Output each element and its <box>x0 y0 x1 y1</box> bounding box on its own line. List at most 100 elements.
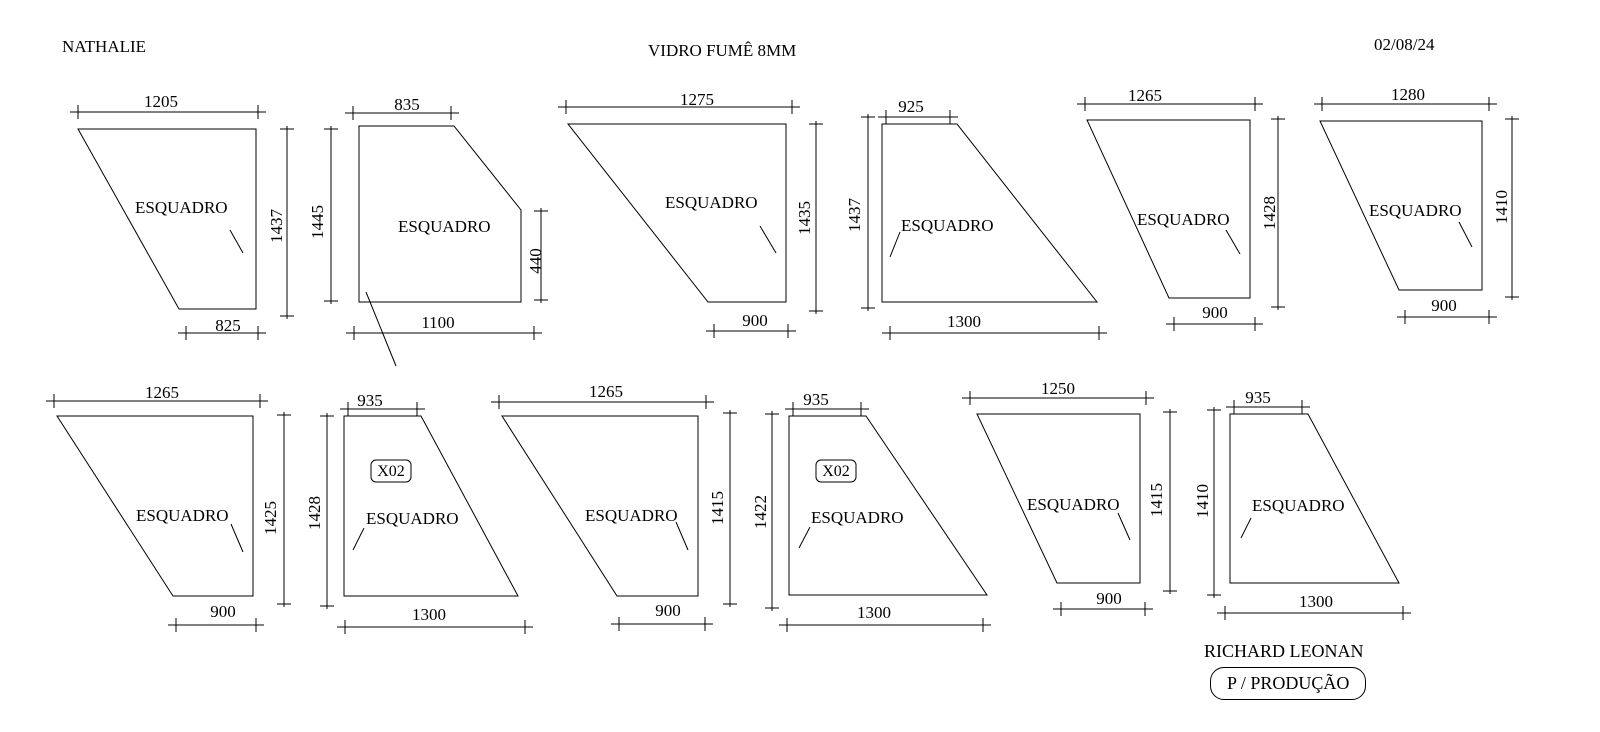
right-height-dimension: 1428 <box>1260 116 1285 310</box>
left-height-dimension: 1437 <box>845 114 875 311</box>
corner-label: ESQUADRO <box>136 506 229 525</box>
right-height-dimension: 440 <box>526 208 548 303</box>
glass-piece-outline <box>77 128 257 310</box>
glass-piece-outline <box>566 123 787 303</box>
left-height-dimension: 1422 <box>751 411 779 611</box>
bottom-width-dimension: 900 <box>706 311 796 338</box>
top-width-label: 1205 <box>144 92 178 111</box>
bottom-width-label: 900 <box>655 601 681 620</box>
top-width-label: 1275 <box>680 90 714 109</box>
bottom-width-label: 900 <box>742 311 768 330</box>
quantity-tag-label: X02 <box>822 463 850 480</box>
corner-leader-line <box>759 225 777 254</box>
left-height-label: 1428 <box>305 496 324 530</box>
top-width-label: 935 <box>803 390 829 409</box>
left-height-label: 1422 <box>751 495 770 529</box>
corner-leader-line <box>1458 221 1473 248</box>
right-height-label: 1437 <box>267 209 286 244</box>
glass-piece-p5: 1265 900 1428 ESQUADRO <box>1077 86 1285 331</box>
bottom-width-dimension: 900 <box>611 601 713 631</box>
quantity-tag: X02 <box>370 459 412 483</box>
right-height-dimension: 1415 <box>1147 409 1177 594</box>
right-height-dimension: 1437 <box>267 126 294 319</box>
bottom-width-dimension: 900 <box>1397 296 1497 324</box>
right-height-label: 440 <box>526 248 545 274</box>
bottom-width-label: 1300 <box>412 605 446 624</box>
right-height-label: 1415 <box>708 491 727 525</box>
corner-leader-line <box>365 291 397 367</box>
top-width-dimension: 1265 <box>491 382 714 409</box>
glass-piece-p3: 1275 900 1435 ESQUADRO <box>558 90 823 338</box>
responsible-name: RICHARD LEONAN <box>1204 641 1364 661</box>
glass-piece-outline <box>881 123 1099 303</box>
bottom-width-dimension: 1300 <box>779 603 991 632</box>
top-width-label: 1280 <box>1391 85 1425 104</box>
right-height-dimension: 1425 <box>261 412 291 607</box>
top-width-dimension: 1265 <box>46 383 268 408</box>
corner-leader-line <box>675 521 689 551</box>
left-height-dimension: 1445 <box>308 126 338 304</box>
bottom-width-label: 900 <box>1202 303 1228 322</box>
corner-label: ESQUADRO <box>585 506 678 525</box>
glass-piece-outline <box>1229 413 1400 584</box>
bottom-width-dimension: 900 <box>168 602 264 632</box>
top-width-label: 935 <box>1245 388 1271 407</box>
bottom-width-label: 1300 <box>947 312 981 331</box>
top-width-label: 925 <box>898 97 924 116</box>
top-width-label: 1265 <box>1128 86 1162 105</box>
bottom-width-dimension: 1100 <box>346 313 542 340</box>
top-width-dimension: 835 <box>345 95 459 120</box>
right-height-label: 1425 <box>261 501 280 535</box>
corner-label: ESQUADRO <box>135 198 228 217</box>
glass-piece-p9: 1265 900 1415 ESQUADRO <box>491 382 737 631</box>
glass-piece-outline <box>56 415 254 597</box>
top-width-dimension: 1280 <box>1314 85 1497 111</box>
glass-piece-outline <box>501 415 699 597</box>
glass-piece-p2: 835 1100 1445 440 ESQUADRO <box>308 95 548 367</box>
corner-label: ESQUADRO <box>398 217 491 236</box>
top-width-label: 1250 <box>1041 379 1075 398</box>
top-width-label: 1265 <box>145 383 179 402</box>
corner-leader-line <box>889 231 901 258</box>
glass-piece-outline <box>1086 119 1251 299</box>
corner-label: ESQUADRO <box>665 193 758 212</box>
document-date: 02/08/24 <box>1374 35 1435 54</box>
corner-label: ESQUADRO <box>1027 495 1120 514</box>
right-height-label: 1428 <box>1260 196 1279 230</box>
right-height-label: 1410 <box>1492 190 1511 224</box>
left-height-dimension: 1428 <box>305 413 334 609</box>
corner-leader-line <box>1225 229 1241 255</box>
top-width-dimension: 1250 <box>962 379 1154 405</box>
corner-label: ESQUADRO <box>1252 496 1345 515</box>
bottom-width-dimension: 1300 <box>337 605 533 634</box>
corner-label: ESQUADRO <box>1137 210 1230 229</box>
left-height-label: 1437 <box>845 198 864 233</box>
glass-piece-p12: 935 1300 1410 ESQUADRO <box>1193 388 1411 620</box>
corner-leader-line <box>1117 512 1131 541</box>
right-height-dimension: 1435 <box>795 121 823 314</box>
bottom-width-label: 1300 <box>857 603 891 622</box>
bottom-width-dimension: 1300 <box>1217 592 1411 620</box>
bottom-width-label: 1100 <box>421 313 454 332</box>
glass-piece-outline <box>788 415 988 596</box>
left-height-label: 1410 <box>1193 484 1212 518</box>
right-height-dimension: 1415 <box>708 410 737 607</box>
right-height-dimension: 1410 <box>1492 116 1519 300</box>
corner-leader-line <box>798 526 811 549</box>
top-width-dimension: 925 <box>878 97 958 124</box>
right-height-label: 1435 <box>795 201 814 235</box>
glass-piece-p7: 1265 900 1425 ESQUADRO <box>46 383 291 632</box>
production-stamp: P / PRODUÇÃO <box>1210 667 1367 700</box>
bottom-width-label: 900 <box>1431 296 1457 315</box>
bottom-width-dimension: 900 <box>1053 589 1153 616</box>
left-height-dimension: 1410 <box>1193 407 1221 598</box>
glass-piece-outline <box>358 125 522 303</box>
top-width-label: 935 <box>357 391 383 410</box>
top-width-dimension: 935 <box>785 390 869 416</box>
